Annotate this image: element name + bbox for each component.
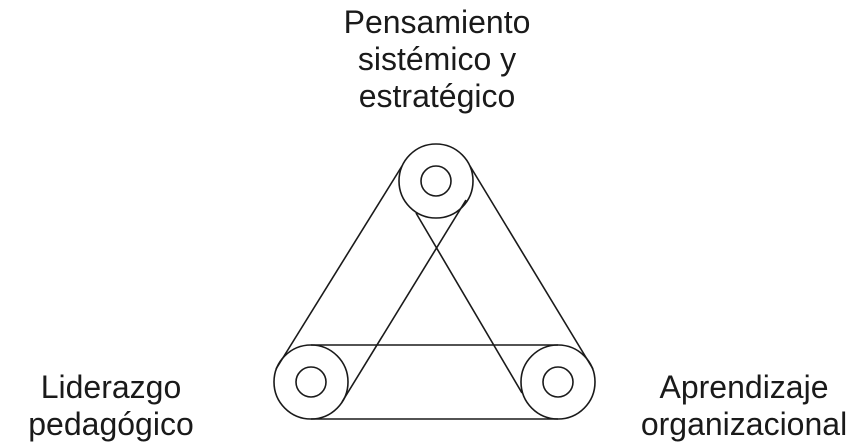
pulley-right-inner bbox=[542, 366, 574, 398]
pulley-left-outer bbox=[273, 344, 349, 420]
inner-belts bbox=[311, 199, 558, 403]
pulley-left bbox=[273, 344, 349, 420]
label-line: organizacional bbox=[640, 406, 848, 442]
label-line: sistémico y bbox=[357, 41, 517, 77]
pulley-right bbox=[520, 344, 596, 420]
pulley-left-inner bbox=[295, 366, 327, 398]
pulley-top-outer bbox=[398, 143, 474, 219]
label-line: Liderazgo bbox=[40, 369, 182, 405]
label-line: Aprendizaje bbox=[659, 369, 829, 405]
label-line: estratégico bbox=[358, 78, 516, 114]
belt-cross-top-to-right bbox=[415, 212, 523, 394]
node-label-liderazgo-pedagogico: Liderazgo pedagógico bbox=[0, 369, 222, 443]
outer-belt bbox=[275, 165, 594, 420]
pulley-top-inner bbox=[420, 165, 452, 197]
node-label-aprendizaje-organizacional: Aprendizaje organizacional bbox=[624, 369, 864, 443]
belt-cross-top-to-left bbox=[341, 199, 467, 403]
label-line: pedagógico bbox=[28, 406, 194, 442]
belt-right-outer bbox=[469, 165, 594, 370]
pulley-top bbox=[398, 143, 474, 219]
belt-left-outer bbox=[275, 165, 403, 370]
node-label-pensamiento-sistemico: Pensamiento sistémico y estratégico bbox=[287, 4, 587, 115]
pulley-right-outer bbox=[520, 344, 596, 420]
label-line: Pensamiento bbox=[343, 4, 531, 40]
